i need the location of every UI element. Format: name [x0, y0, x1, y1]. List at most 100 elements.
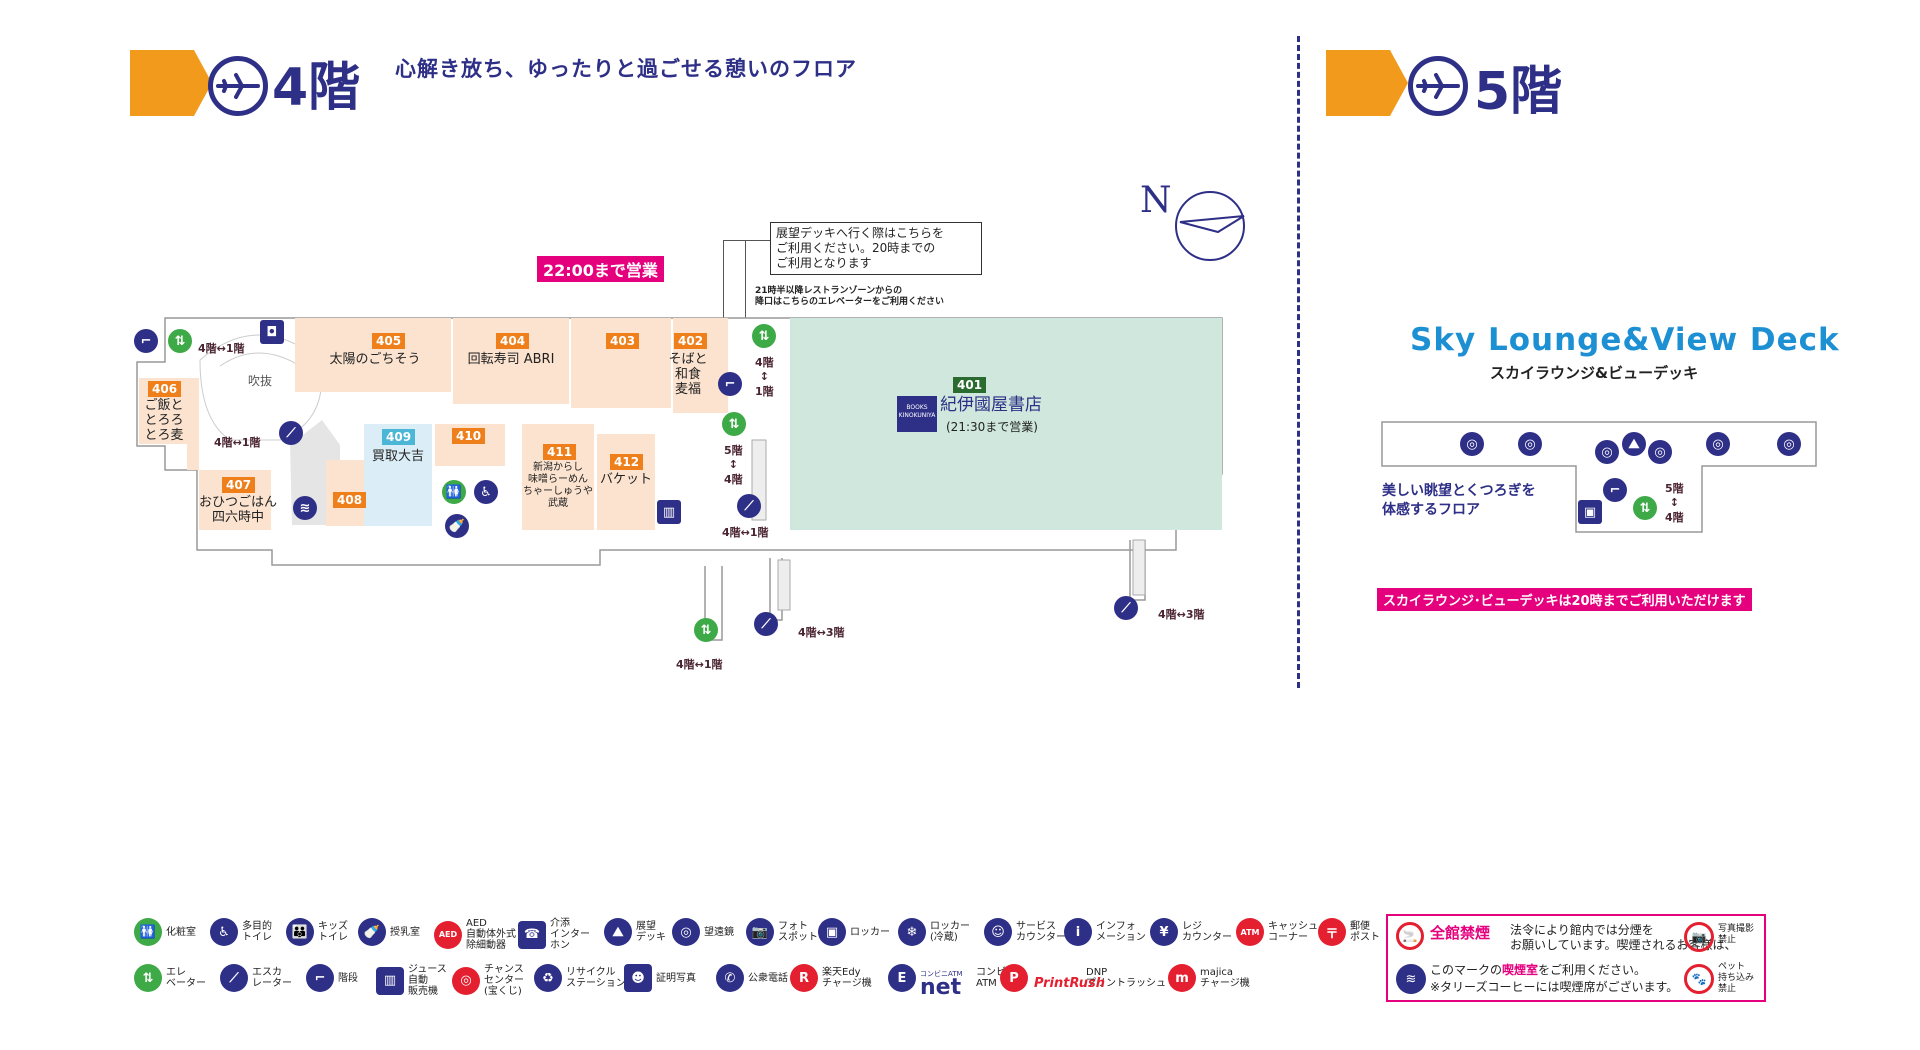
no-smoking-title: 全館禁煙 — [1430, 924, 1491, 942]
shop-409-name[interactable]: 買取大吉 — [371, 449, 424, 464]
room-404-bg — [453, 318, 569, 404]
locker-icon: ▣ — [1578, 500, 1602, 524]
legend-label: ジュース 自動 販売機 — [408, 964, 447, 997]
locker-icon: ▣ — [818, 918, 846, 946]
smoking-room-icon: ≋ — [1396, 964, 1426, 994]
elevator-icon[interactable]: ⇅ — [722, 412, 746, 436]
room-401-bg — [790, 318, 1222, 530]
legend-label: キャッシュ コーナー — [1268, 921, 1318, 943]
shop-404-name[interactable]: 回転寿司 ABRI — [467, 352, 555, 367]
floor5-title: 5階 — [1474, 62, 1563, 122]
stairs-icon: ⌐ — [306, 964, 334, 992]
vending-machine-icon: ▥ — [376, 966, 404, 995]
shop-404-number: 404 — [496, 333, 530, 349]
legend-label: ロッカー (冷蔵) — [930, 921, 970, 943]
elevator-icon[interactable]: ⇅ — [168, 329, 192, 353]
majica-icon: m — [1168, 964, 1196, 992]
elevator-icon[interactable]: ⇅ — [752, 324, 776, 348]
shop-411-name[interactable]: 新潟からし 味噌らーめん ちゃーしゅうや 武蔵 — [523, 462, 593, 509]
shop-409-number: 409 — [382, 429, 416, 445]
escalator-icon[interactable]: ⟋ — [1114, 596, 1138, 620]
legend-label: 楽天Edy チャージ機 — [822, 967, 872, 989]
shop-412-number: 412 — [610, 454, 644, 470]
shop-403-number: 403 — [606, 333, 640, 349]
airplane-icon — [1408, 56, 1468, 116]
legend-item: ⌐階段 — [306, 964, 358, 992]
legend-item: ¥レジ カウンター — [1150, 918, 1232, 946]
vending-machine-icon: ▥ — [657, 500, 681, 524]
legend-label: 授乳室 — [390, 926, 420, 938]
escalator-icon[interactable]: ⟋ — [754, 612, 778, 636]
legend-item: ♻リサイクル ステーション — [534, 964, 626, 992]
shop-406-name[interactable]: ご飯と とろろ とろ麦 — [144, 398, 184, 443]
legend-item: ⛰展望 デッキ — [604, 918, 666, 946]
telescope-icon: ◎ — [1648, 440, 1672, 464]
lounge-notice: スカイラウンジ･ビューデッキは20時までご利用いただけます — [1377, 588, 1752, 611]
shop-405-number: 405 — [372, 333, 406, 349]
accessible-toilet-icon[interactable]: ♿ — [474, 480, 498, 504]
legend-item: 🍼 授乳室 — [358, 918, 420, 946]
floor4-title: 4階 — [272, 58, 361, 118]
legend-label: 望遠鏡 — [704, 926, 734, 938]
kinokuniya-logo-bottom: KINOKUNIYA — [898, 412, 936, 419]
tullys-note: ※タリーズコーヒーには喫煙席がございます。 — [1430, 980, 1679, 994]
floor5-chevron — [1326, 50, 1408, 116]
shop-407-name[interactable]: おひつごはん 四六時中 — [198, 495, 277, 525]
elevator-direction-label: 4階↔1階 — [676, 658, 723, 671]
legend-label: サービス カウンター — [1016, 921, 1066, 943]
room-411-bg — [522, 424, 594, 530]
legend-label: チャンス センター (宝くじ) — [484, 964, 524, 997]
legend-item: ◎チャンス センター (宝くじ) — [452, 964, 524, 997]
no-smoking-icon: 🚬 — [1396, 922, 1424, 950]
room-403-bg — [571, 318, 671, 408]
information-icon: i — [1064, 918, 1092, 946]
shop-402-name[interactable]: そばと 和食 麦福 — [668, 352, 708, 397]
service-counter-icon: ☺ — [984, 918, 1012, 946]
legend-item: ⇅エレ ベーター — [134, 964, 206, 992]
telescope-icon: ◎ — [1777, 432, 1801, 456]
legend-label: 多目的 トイレ — [242, 921, 272, 943]
shop-408-number: 408 — [333, 492, 367, 508]
accessible-toilet-icon: ♿ — [210, 918, 238, 946]
no-photo-icon: 📷 — [1684, 922, 1714, 952]
legend-item: 👪キッズ トイレ — [286, 918, 348, 946]
lottery-center-icon: ◎ — [452, 966, 480, 995]
recycle-station-icon: ♻ — [534, 964, 562, 992]
legend-label: 公衆電話 — [748, 972, 788, 984]
shop-412-name[interactable]: バケット — [599, 472, 652, 487]
legend-item: ▥ジュース 自動 販売機 — [376, 964, 447, 997]
observation-deck-icon: ⛰ — [604, 918, 632, 946]
compass-label: N — [1140, 180, 1172, 221]
elevator-icon: ⇅ — [134, 964, 162, 992]
deck-note: 展望デッキへ行く際はこちらを ご利用ください。20時までの ご利用となります — [770, 222, 982, 275]
legend-item: 〒郵便 ポスト — [1318, 918, 1380, 946]
elevator-icon[interactable]: ⇅ — [694, 618, 718, 642]
leader-line — [723, 240, 770, 241]
elevator-direction-label: 5階 ↕ 4階 — [724, 444, 743, 486]
escalator-direction-label: 4階↔3階 — [798, 626, 845, 639]
legend-item: ☎介添 インター ホン — [518, 918, 590, 951]
floor4-tagline: 心解き放ち、ゆったりと過ごせる憩いのフロア — [395, 57, 857, 81]
airplane-icon — [208, 56, 268, 116]
legend-item: 🚻化粧室 — [134, 918, 196, 946]
kids-toilet-icon: 👪 — [286, 918, 314, 946]
escalator-icon[interactable]: ⟋ — [737, 494, 761, 518]
elevator-direction-label: 4階 ↕ 1階 — [755, 356, 774, 398]
legend-label: コンビニ ATM — [976, 967, 1016, 989]
escalator-icon[interactable]: ⟋ — [279, 421, 303, 445]
printrush-wordmark: PrintRush — [1034, 976, 1106, 991]
toilet-icon[interactable]: 🚻 — [442, 480, 466, 504]
shop-401-name[interactable]: 紀伊國屋書店 — [940, 395, 1042, 415]
elevator-icon[interactable]: ⇅ — [1633, 496, 1657, 520]
shop-405-name[interactable]: 太陽のごちそう — [329, 352, 421, 367]
legend-label: フォト スポット — [778, 921, 818, 943]
legend-item: ❄ロッカー (冷蔵) — [898, 918, 970, 946]
room-405-bg — [295, 318, 451, 392]
leader-line — [723, 240, 724, 390]
kinokuniya-logo: BOOKS KINOKUNIYA — [897, 396, 937, 432]
nursing-room-icon: 🍼 — [358, 918, 386, 946]
telescope-icon: ◎ — [1706, 432, 1730, 456]
